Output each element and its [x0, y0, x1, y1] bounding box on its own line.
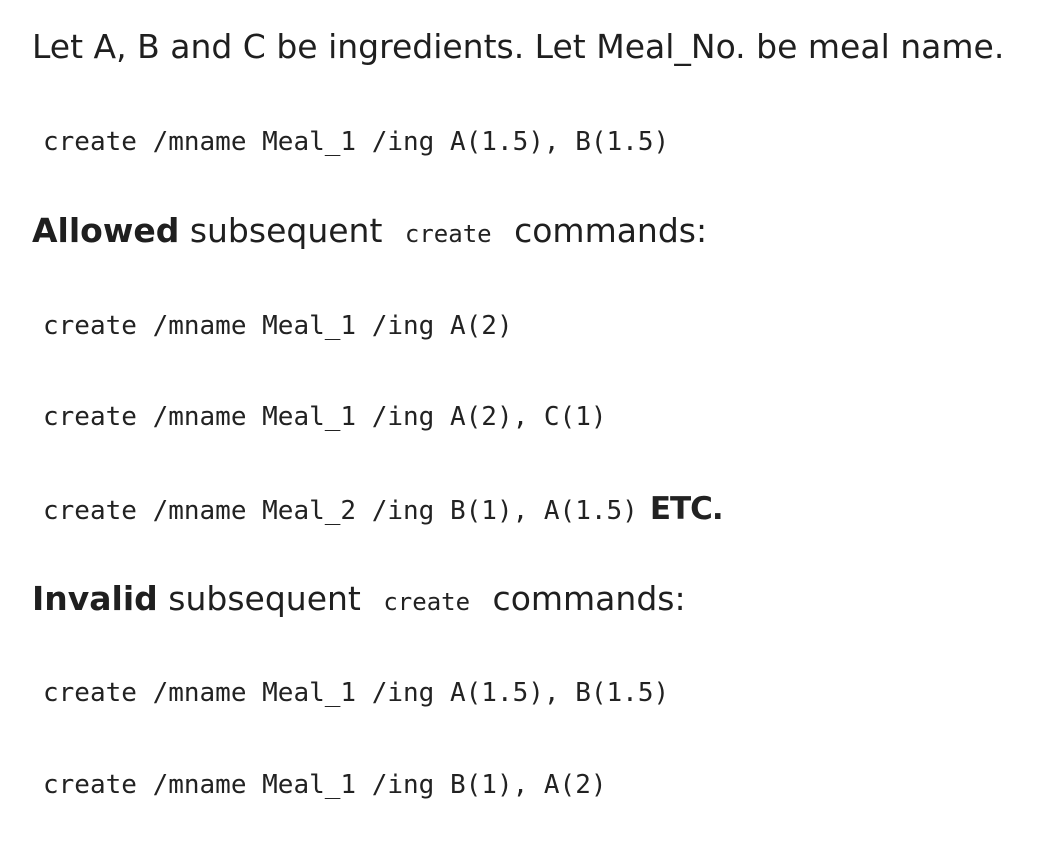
etc-label: ETC. — [649, 491, 724, 527]
initial-command: create /mname Meal_1 /ing A(1.5), B(1.5) — [43, 127, 670, 157]
allowed-heading-code: create — [404, 220, 492, 248]
allowed-command-3: create /mname Meal_2 /ing B(1), A(1.5) ET… — [43, 491, 724, 528]
intro-paragraph: Let A, B and C be ingredients. Let Meal_… — [32, 27, 1005, 66]
invalid-command-2: create /mname Meal_1 /ing B(1), A(2) — [43, 770, 607, 800]
invalid-command-1: create /mname Meal_1 /ing A(1.5), B(1.5) — [43, 678, 670, 708]
allowed-heading-bold: Allowed — [32, 211, 180, 250]
invalid-heading-text: subsequent — [157, 579, 372, 618]
allowed-heading-text: subsequent — [179, 211, 393, 250]
invalid-heading-code: create — [383, 588, 471, 616]
invalid-heading-suffix: commands: — [482, 579, 686, 618]
allowed-command-1: create /mname Meal_1 /ing A(2) — [43, 311, 513, 341]
allowed-command-2: create /mname Meal_1 /ing A(2), C(1) — [43, 402, 607, 432]
invalid-heading: Invalid subsequent create commands: — [32, 579, 686, 622]
allowed-heading-suffix: commands: — [503, 211, 708, 250]
allowed-command-3-code: create /mname Meal_2 /ing B(1), A(1.5) — [43, 496, 638, 526]
allowed-heading: Allowed subsequent create commands: — [32, 211, 707, 254]
invalid-heading-bold: Invalid — [32, 579, 158, 618]
